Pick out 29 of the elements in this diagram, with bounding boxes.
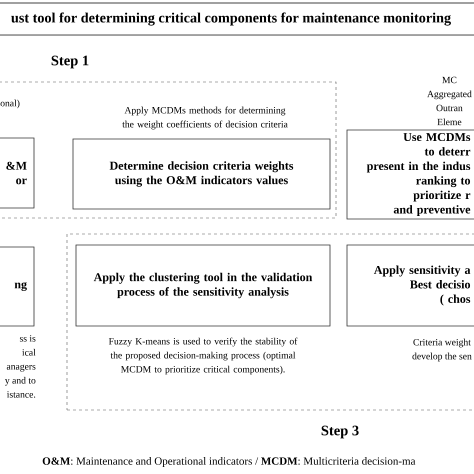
process-box: Use MCDMs to deterr present in the indus ranking to prioritize r and preventive (346, 130, 474, 220)
process-box: Determine decision criteria weights using the O&M indicators values (72, 138, 330, 210)
node-label: MC (442, 76, 456, 84)
node-label: present in the indus (366, 162, 470, 173)
abbreviation-note: O&M: Maintenance and Operational indicators / MCDM: Multicriteria decision-ma (42, 457, 416, 467)
process-box: Apply the clustering tool in the validation process of the sensitivity analysis (76, 244, 330, 326)
node-label: istance. (6, 391, 36, 398)
title: ust tool for determining critical components for maintenance monitoring (11, 12, 451, 26)
node-label: ranking to prioritize r (413, 176, 470, 202)
step-heading: Step 1 (52, 56, 88, 68)
node-label: ss is (20, 335, 36, 342)
node-label: anagers (6, 364, 36, 372)
node-label: and preventive (394, 205, 470, 216)
note-text: Criteria weight develop the sen (412, 338, 472, 362)
note-text: onal) (0, 100, 20, 108)
node-label: ical (22, 348, 36, 356)
note-text: Fuzzy K-means is used to verify the stability of the proposed decision-making process (optimal MCDM to prioritize critical components). (108, 338, 298, 374)
node-label: Outran (436, 104, 463, 112)
node-label: Aggregated (427, 90, 472, 100)
node-label: y and to (4, 376, 36, 386)
process-box: ng (0, 246, 34, 326)
process-box: &M or (0, 138, 34, 208)
process-box: Apply sensitivity a Best decisio ( chos (346, 244, 474, 326)
node-label: Eleme (437, 118, 462, 126)
note-text: Apply MCDMs methods for determining the weight coefficients of decision criteria (122, 106, 288, 130)
node-label: Use MCDMs to deterr (403, 132, 470, 156)
note-text: ss is ical anagers y and to istance. (4, 335, 36, 398)
note-text: MC Aggregated Outran Eleme (427, 76, 472, 126)
step-heading: Step 3 (322, 426, 359, 438)
